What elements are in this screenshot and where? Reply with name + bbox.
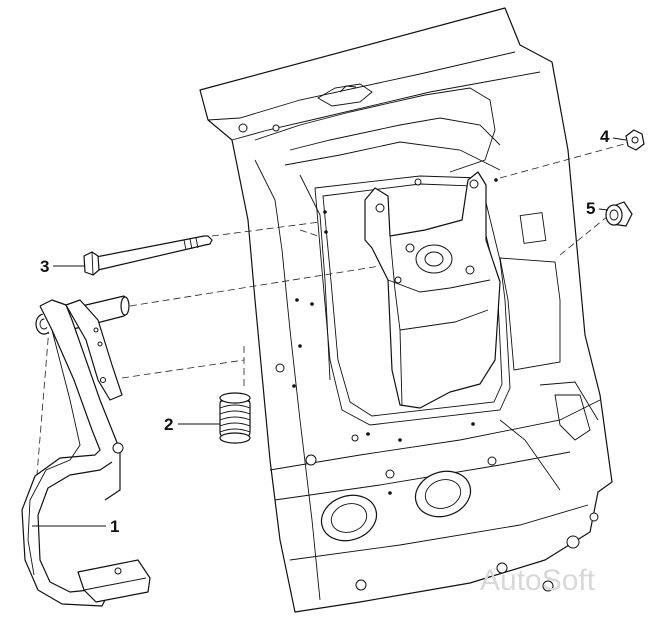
callout-label-5: 5: [586, 199, 595, 218]
callout-label-1: 1: [110, 517, 119, 536]
oval-recess-right: [414, 470, 472, 518]
oval-recess-left: [320, 494, 378, 542]
pivot-bolt: [83, 235, 213, 276]
clutch-pedal: [21, 295, 151, 607]
return-spring: [219, 392, 251, 444]
bushing: [605, 201, 633, 227]
callout-label-4: 4: [600, 127, 610, 146]
watermark-text: AutoSoft: [480, 564, 596, 597]
callout-4: 4: [600, 127, 627, 146]
callout-label-2: 2: [164, 415, 173, 434]
callout-1: 1: [32, 517, 119, 536]
callout-3: 3: [40, 257, 84, 276]
nut: [625, 129, 645, 151]
bulkhead-panel: [199, 7, 613, 613]
callout-label-3: 3: [40, 257, 49, 276]
callout-5: 5: [586, 199, 609, 218]
callouts: 1 2 3 4 5: [32, 127, 627, 536]
callout-2: 2: [164, 415, 220, 434]
